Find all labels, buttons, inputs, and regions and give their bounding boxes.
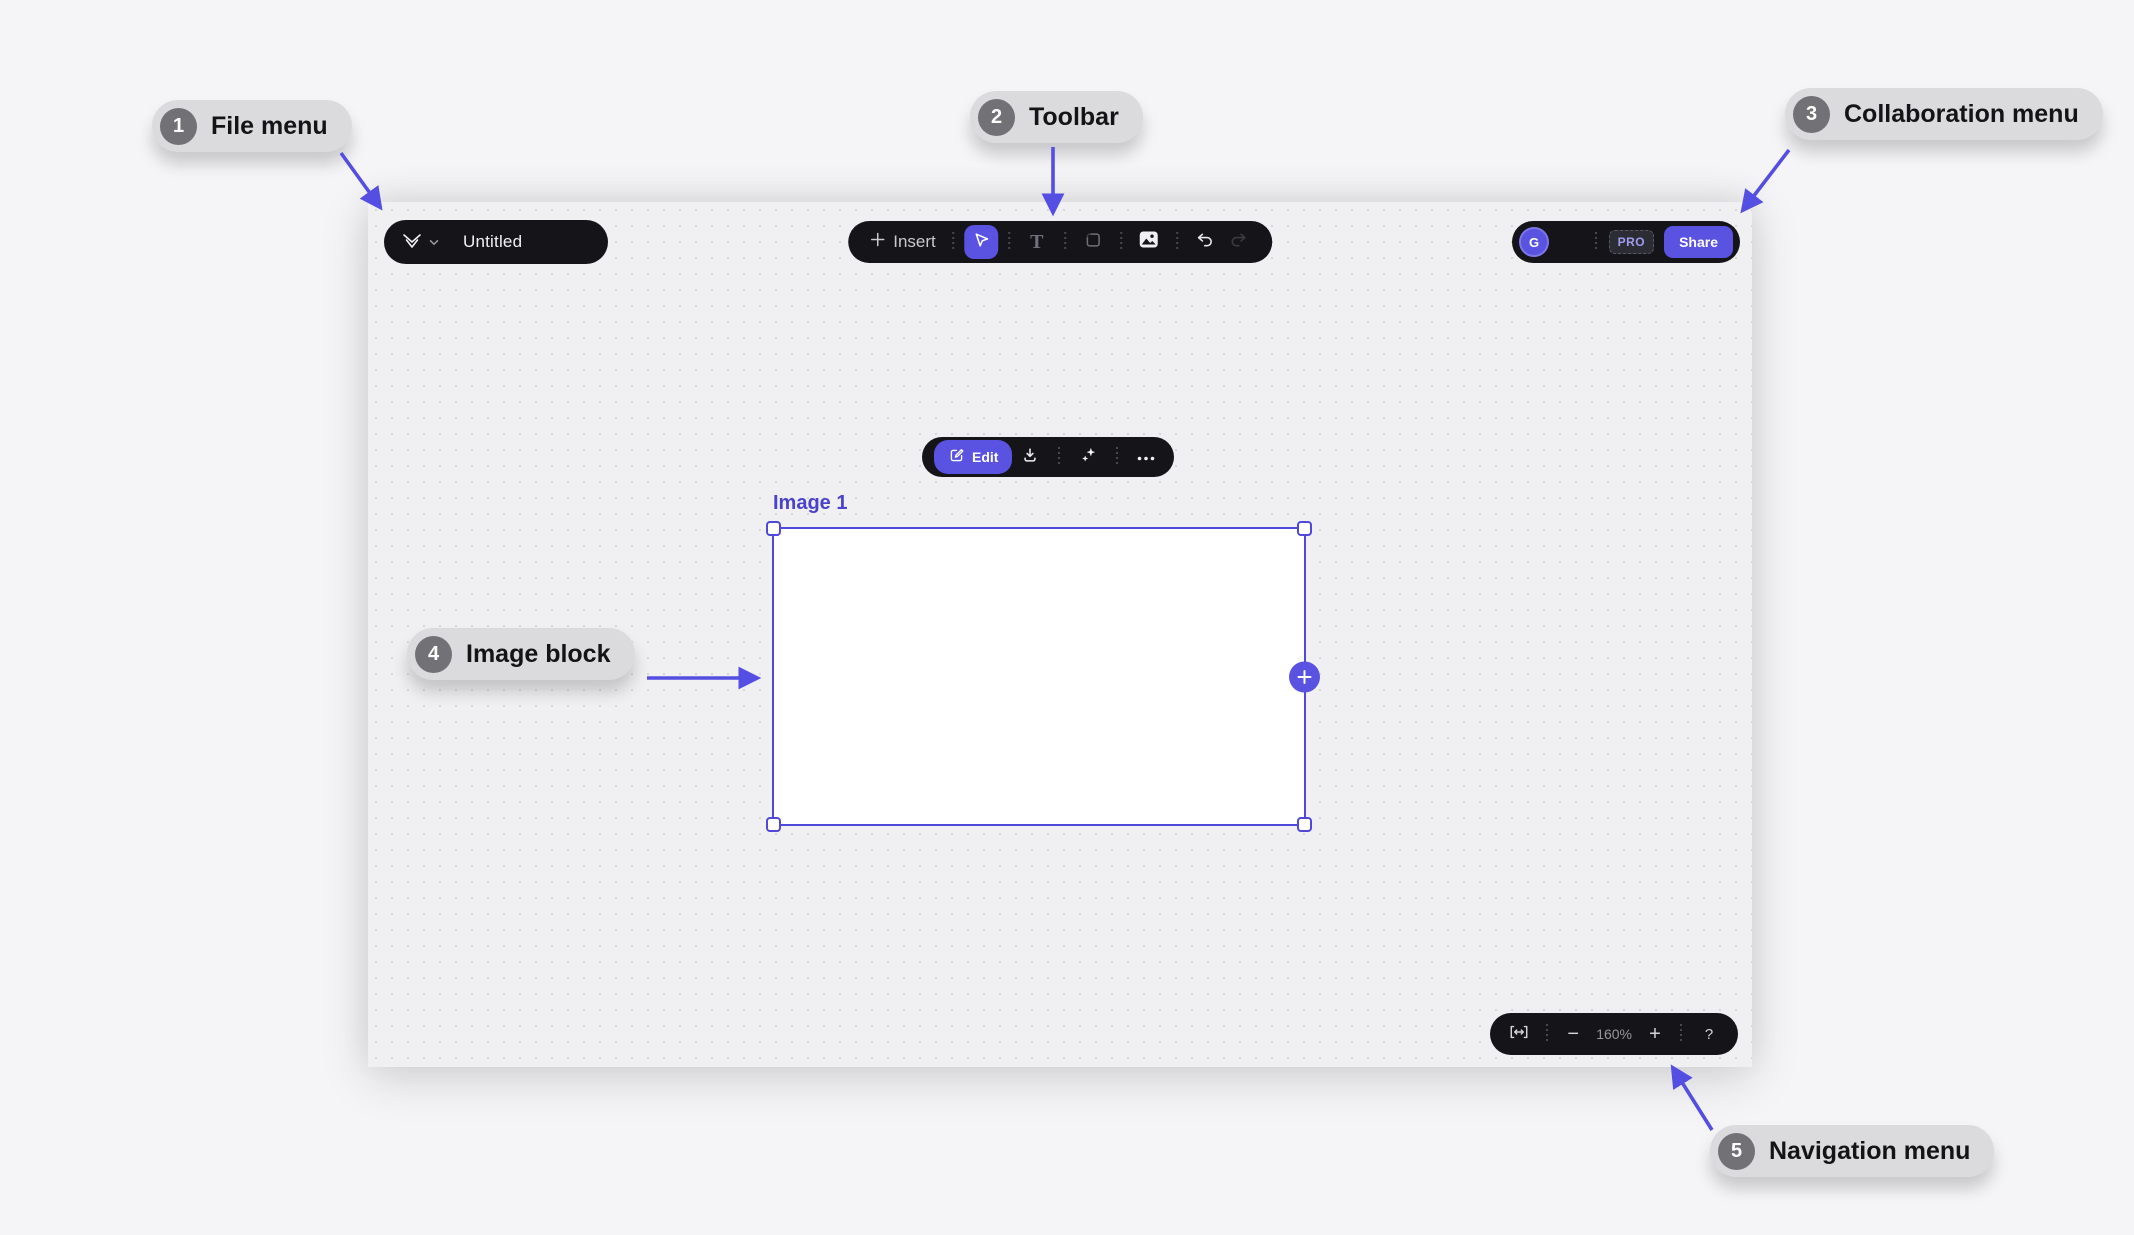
arrow-file-menu bbox=[339, 151, 383, 211]
insert-label: Insert bbox=[893, 232, 936, 251]
download-button[interactable] bbox=[1014, 441, 1046, 473]
collab-divider bbox=[1594, 232, 1597, 252]
resize-handle-bottom-left[interactable] bbox=[766, 817, 781, 832]
fit-to-screen-button[interactable] bbox=[1504, 1019, 1534, 1049]
image-block[interactable] bbox=[766, 521, 1320, 832]
plus-icon bbox=[870, 232, 885, 252]
nav-divider bbox=[1546, 1024, 1549, 1044]
pencil-icon bbox=[948, 447, 965, 467]
frame-icon bbox=[1084, 231, 1102, 254]
image-block-label: Image 1 bbox=[773, 492, 848, 514]
callout-number: 4 bbox=[415, 635, 452, 673]
zoom-in-button[interactable]: + bbox=[1649, 1022, 1661, 1045]
callout-number: 5 bbox=[1718, 1132, 1755, 1170]
zoom-level: 160% bbox=[1596, 1026, 1632, 1042]
edit-label: Edit bbox=[972, 449, 999, 465]
undo-icon bbox=[1195, 231, 1214, 253]
callout-label: Collaboration menu bbox=[1844, 99, 2079, 128]
download-icon bbox=[1021, 446, 1039, 469]
collaboration-menu: G PRO Share bbox=[1512, 221, 1740, 263]
toolbar-divider bbox=[1119, 232, 1122, 252]
callout-navigation-menu: 5 Navigation menu bbox=[1710, 1125, 1995, 1177]
callout-toolbar: 2 Toolbar bbox=[970, 91, 1143, 143]
fit-to-screen-icon bbox=[1509, 1024, 1529, 1045]
select-tool-button[interactable] bbox=[963, 225, 998, 259]
toolbar-divider bbox=[1007, 232, 1010, 252]
document-title[interactable]: Untitled bbox=[463, 232, 523, 251]
resize-handle-top-left[interactable] bbox=[766, 521, 781, 536]
callout-number: 2 bbox=[978, 98, 1015, 136]
toolbar-divider bbox=[951, 232, 954, 252]
callout-collaboration-menu: 3 Collaboration menu bbox=[1785, 88, 2103, 140]
arrow-navigation-menu bbox=[1670, 1064, 1714, 1131]
callout-number: 3 bbox=[1793, 95, 1830, 133]
image-tool-button[interactable] bbox=[1132, 225, 1166, 259]
image-icon bbox=[1139, 231, 1158, 253]
cursor-icon bbox=[972, 231, 990, 254]
callout-label: File menu bbox=[211, 111, 328, 140]
callout-label: Navigation menu bbox=[1769, 1136, 1971, 1165]
edit-button[interactable]: Edit bbox=[934, 440, 1013, 474]
sparkles-icon bbox=[1079, 445, 1098, 469]
ellipsis-icon bbox=[1137, 448, 1155, 466]
navigation-menu: − 160% + ? bbox=[1490, 1013, 1738, 1055]
whiteboard-canvas[interactable]: Untitled Insert T bbox=[368, 202, 1752, 1067]
text-tool-button[interactable]: T bbox=[1030, 230, 1044, 253]
pro-badge[interactable]: PRO bbox=[1608, 230, 1655, 254]
context-divider bbox=[1058, 447, 1061, 467]
nav-divider bbox=[1680, 1024, 1682, 1044]
callout-label: Toolbar bbox=[1029, 102, 1119, 131]
file-menu[interactable]: Untitled bbox=[384, 220, 608, 264]
app-logo-icon[interactable] bbox=[400, 231, 424, 253]
undo-button[interactable] bbox=[1188, 225, 1222, 259]
callout-image-block: 4 Image block bbox=[407, 628, 635, 680]
share-button[interactable]: Share bbox=[1664, 226, 1733, 258]
add-adjacent-block-button[interactable] bbox=[1289, 661, 1320, 692]
callout-file-menu: 1 File menu bbox=[152, 100, 352, 152]
ai-button[interactable] bbox=[1072, 441, 1104, 473]
insert-button[interactable]: Insert bbox=[864, 232, 942, 252]
resize-handle-top-right[interactable] bbox=[1297, 521, 1312, 536]
user-avatar[interactable]: G bbox=[1519, 227, 1549, 257]
chevron-down-icon[interactable] bbox=[429, 233, 439, 251]
zoom-out-button[interactable]: − bbox=[1567, 1022, 1580, 1045]
redo-icon bbox=[1229, 231, 1248, 253]
shape-tool-button[interactable] bbox=[1076, 225, 1110, 259]
more-options-button[interactable] bbox=[1130, 441, 1162, 473]
context-toolbar: Edit bbox=[922, 437, 1175, 477]
callout-label: Image block bbox=[466, 639, 611, 668]
toolbar-divider bbox=[1175, 232, 1178, 252]
redo-button[interactable] bbox=[1222, 225, 1256, 259]
callout-number: 1 bbox=[160, 107, 197, 145]
resize-handle-bottom-right[interactable] bbox=[1297, 817, 1312, 832]
main-toolbar: Insert T bbox=[848, 221, 1272, 263]
toolbar-divider bbox=[1063, 232, 1066, 252]
arrow-collaboration-menu bbox=[1740, 148, 1791, 214]
help-button[interactable]: ? bbox=[1704, 1025, 1714, 1043]
context-divider bbox=[1116, 447, 1119, 467]
